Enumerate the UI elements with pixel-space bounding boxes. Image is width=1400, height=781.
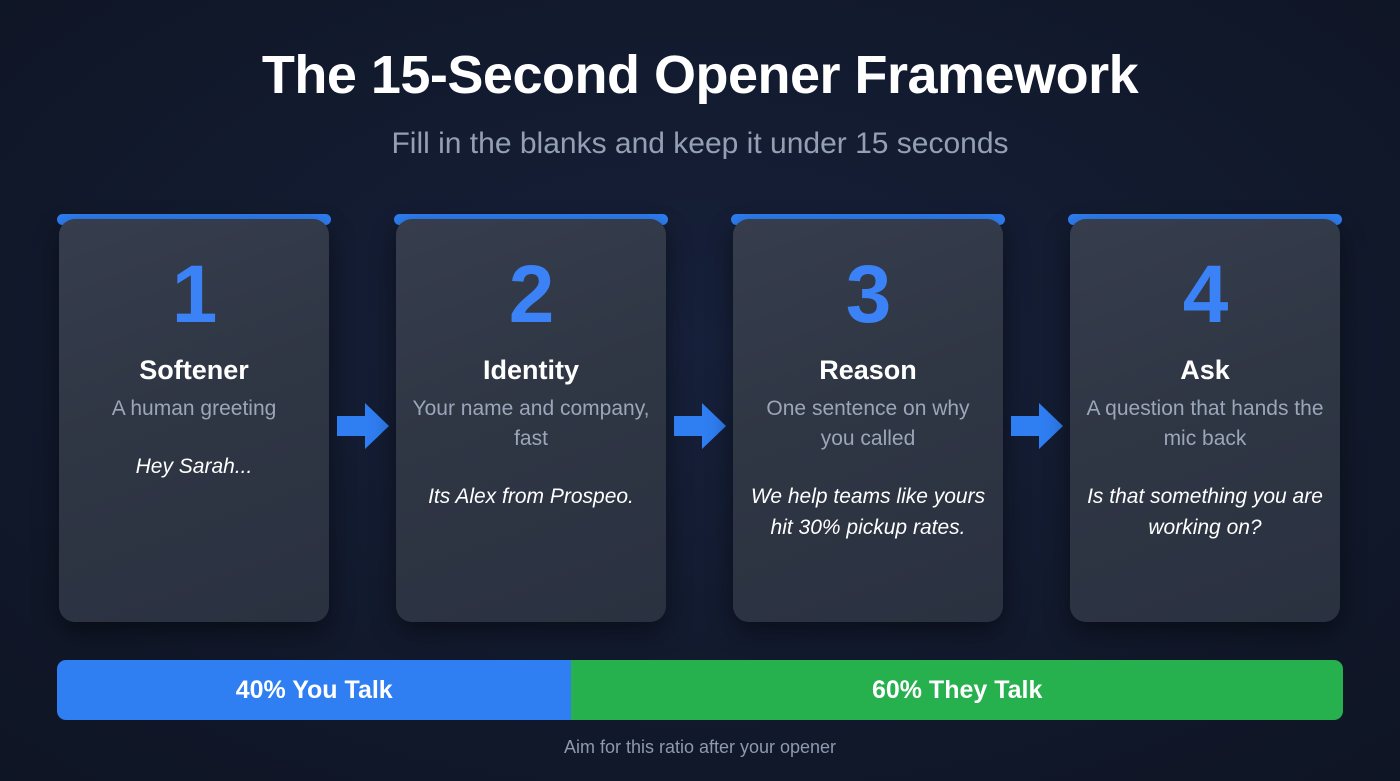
step-card-1[interactable]: 1 Softener A human greeting Hey Sarah... (57, 214, 331, 622)
ratio-segment-you-talk: 40% You Talk (57, 660, 572, 720)
page-title: The 15-Second Opener Framework (261, 45, 1139, 105)
step-description: A human greeting (111, 396, 277, 420)
step-description: A question that hands the mic back (1086, 396, 1324, 451)
talk-ratio-bar: 40% You Talk 60% They Talk (57, 660, 1343, 720)
step-example: Hey Sarah... (135, 455, 253, 479)
arrow-right-icon (1010, 403, 1063, 449)
step-title: Reason (819, 355, 917, 386)
step-card-4[interactable]: 4 Ask A question that hands the mic back… (1068, 214, 1342, 622)
step-description: One sentence on why you called (766, 396, 970, 451)
step-example: Its Alex from Prospeo. (428, 485, 634, 509)
step-title: Softener (139, 355, 249, 386)
arrow-slot-1 (331, 214, 394, 622)
arrow-right-icon (336, 403, 389, 449)
steps-row: 1 Softener A human greeting Hey Sarah...… (57, 214, 1343, 622)
step-example: Is that something you are working on? (1087, 485, 1323, 539)
arrow-slot-2 (668, 214, 731, 622)
step-title: Identity (482, 355, 579, 386)
step-number: 3 (845, 249, 892, 340)
arrow-slot-3 (1005, 214, 1068, 622)
ratio-footnote: Aim for this ratio after your opener (563, 737, 837, 757)
ratio-segment-they-talk: 60% They Talk (571, 660, 1343, 720)
step-card-2[interactable]: 2 Identity Your name and company, fast I… (394, 214, 668, 622)
header: The 15-Second Opener Framework Fill in t… (0, 45, 1400, 161)
page-subtitle: Fill in the blanks and keep it under 15 … (391, 127, 1009, 161)
step-number: 1 (171, 249, 218, 340)
step-description: Your name and company, fast (412, 396, 650, 451)
step-card-3[interactable]: 3 Reason One sentence on why you called … (731, 214, 1005, 622)
step-number: 4 (1182, 249, 1229, 340)
step-title: Ask (1180, 355, 1230, 386)
step-number: 2 (508, 249, 555, 340)
step-example: We help teams like yours hit 30% pickup … (750, 485, 986, 539)
arrow-right-icon (673, 403, 726, 449)
